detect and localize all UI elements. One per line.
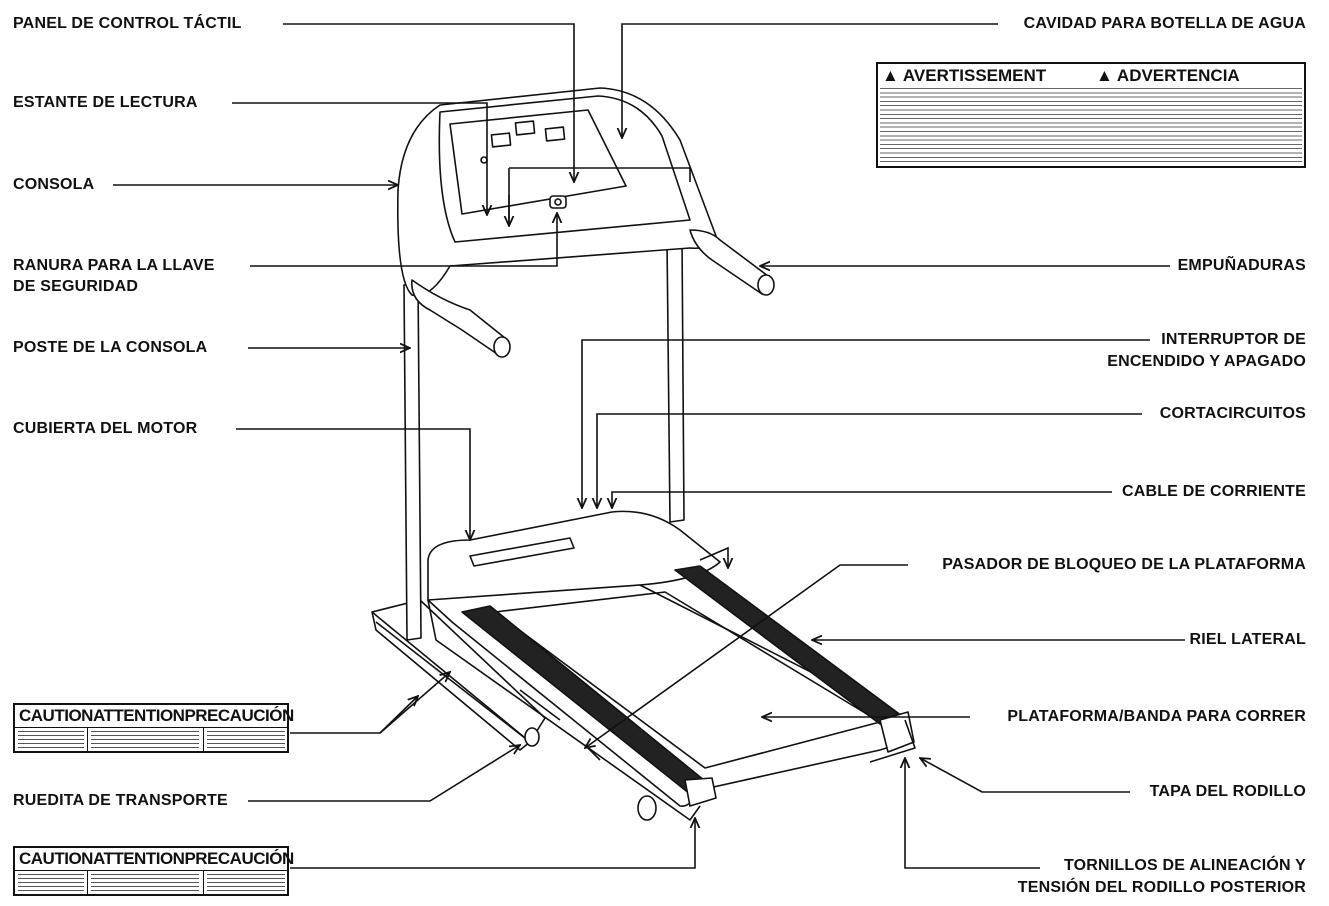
label-side-rail: RIEL LATERAL [1189, 631, 1306, 648]
label-power-switch-line2: ENCENDIDO Y APAGADO [1107, 353, 1306, 370]
warning-fine-print [880, 88, 1302, 164]
caution-decal-1: CAUTIONATTENTIONPRECAUCIÓN [13, 703, 294, 753]
caution-decal-2: CAUTIONATTENTIONPRECAUCIÓN [13, 846, 294, 896]
label-circuit-breaker: CORTACIRCUITOS [1159, 405, 1306, 422]
label-power-cord: CABLE DE CORRIENTE [1121, 483, 1306, 500]
label-lock-pin: PASADOR DE BLOQUEO DE LA PLATAFORMA [942, 556, 1306, 573]
label-console: CONSOLA [13, 176, 95, 193]
warning-decal: ▲ AVERTISSEMENT ▲ ADVERTENCIA [876, 62, 1306, 168]
caution-decal-title: CAUTIONATTENTIONPRECAUCIÓN [19, 706, 294, 725]
label-motor-cover: CUBIERTA DEL MOTOR [13, 420, 198, 437]
treadmill-illustration [371, 87, 916, 821]
label-reading-shelf: ESTANTE DE LECTURA [13, 94, 198, 111]
label-water-bottle: CAVIDAD PARA BOTELLA DE AGUA [1023, 15, 1306, 32]
label-power-switch-line1: INTERRUPTOR DE [1161, 331, 1306, 348]
label-deck-belt: PLATAFORMA/BANDA PARA CORRER [1007, 708, 1306, 725]
label-handgrips: EMPUÑADURAS [1177, 257, 1306, 274]
label-roller-bolts-line1: TORNILLOS DE ALINEACIÓN Y [1063, 857, 1306, 874]
warning-title-fr: ▲ AVERTISSEMENT [882, 66, 1047, 85]
warning-title-es: ▲ ADVERTENCIA [1096, 66, 1240, 85]
caution-decal-title: CAUTIONATTENTIONPRECAUCIÓN [19, 849, 294, 868]
leader-lines [113, 23, 1185, 869]
label-transport-wheel: RUEDITA DE TRANSPORTE [13, 792, 228, 809]
label-console-post: POSTE DE LA CONSOLA [13, 339, 208, 356]
label-touch-panel: PANEL DE CONTROL TÁCTIL [13, 15, 242, 32]
label-key-slot-line1: RANURA PARA LA LLAVE [13, 257, 215, 274]
label-key-slot-line2: DE SEGURIDAD [13, 278, 139, 295]
label-roller-cap: TAPA DEL RODILLO [1149, 783, 1306, 800]
label-roller-bolts-line2: TENSIÓN DEL RODILLO POSTERIOR [1017, 879, 1306, 896]
